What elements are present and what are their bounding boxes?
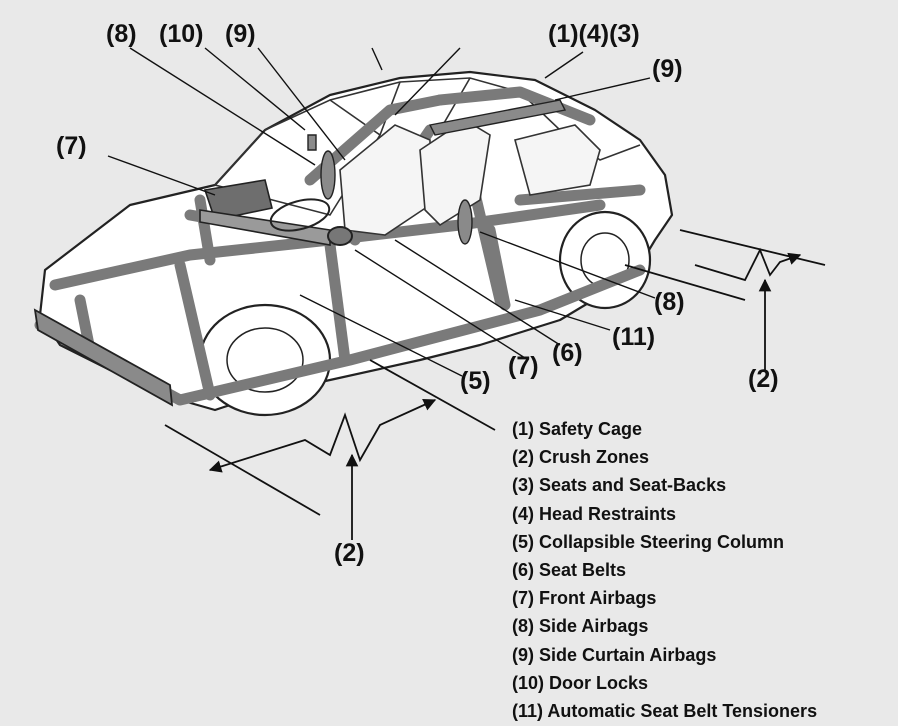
legend-item: (3) Seats and Seat-Backs	[512, 475, 727, 496]
callout-1-4-3: (1)(4)(3)	[548, 20, 640, 48]
legend-item: (5) Collapsible Steering Column	[512, 531, 785, 552]
legend-item: (4) Head Restraints	[512, 503, 677, 524]
front-bumper	[33, 308, 174, 407]
crush-zone-markers	[164, 229, 826, 540]
door-lock	[307, 134, 317, 151]
callout-7-lower: (7)	[508, 352, 539, 380]
callout-8-right: (8)	[654, 288, 685, 316]
callout-5: (5)	[460, 367, 491, 395]
legend-item: (7) Front Airbags	[512, 588, 657, 609]
legend-item: (11) Automatic Seat Belt Tensioners	[512, 700, 818, 721]
legend-item: (8) Side Airbags	[512, 616, 649, 637]
legend-item: (2) Crush Zones	[512, 447, 650, 468]
callout-7-left: (7)	[56, 132, 87, 160]
rear-side-airbag	[457, 199, 473, 245]
callout-6: (6)	[552, 339, 583, 367]
curtain-airbag	[428, 99, 567, 136]
callout-9-right: (9)	[652, 55, 683, 83]
rear-wheel	[558, 210, 652, 310]
legend: (1) Safety Cage (2) Crush Zones (3) Seat…	[512, 415, 817, 725]
legend-item: (6) Seat Belts	[512, 559, 627, 580]
callout-2-rear: (2)	[748, 365, 779, 393]
front-wheel	[198, 303, 332, 417]
callout-10-top: (10)	[159, 20, 204, 48]
callout-11: (11)	[612, 323, 656, 351]
seats	[339, 119, 601, 236]
airbag-patches	[307, 99, 567, 245]
steering-wheel	[269, 198, 353, 246]
legend-item: (10) Door Locks	[512, 672, 649, 693]
callout-9-top: (9)	[225, 20, 256, 48]
leader-lines	[107, 47, 656, 377]
callout-8-top: (8)	[106, 20, 137, 48]
front-side-airbag	[320, 150, 336, 200]
dashboard	[199, 179, 331, 246]
callout-2-front: (2)	[334, 539, 365, 567]
legend-item: (9) Side Curtain Airbags	[512, 644, 717, 665]
legend-item: (1) Safety Cage	[512, 419, 643, 439]
